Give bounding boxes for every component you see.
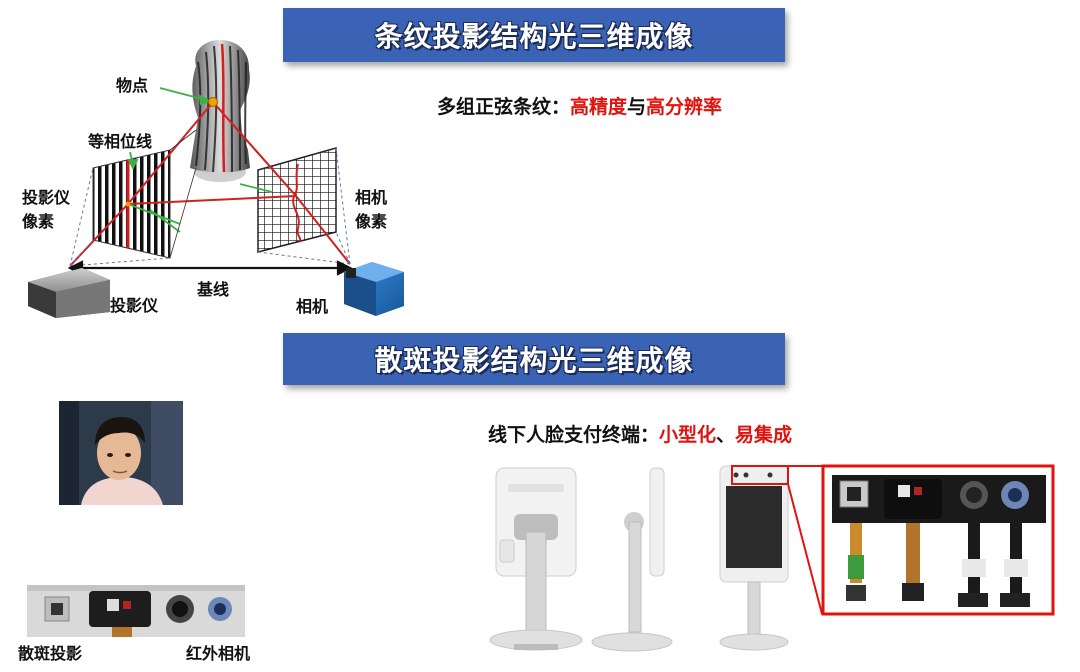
speckle-module-board: [27, 585, 245, 637]
fringe-subtitle: 多组正弦条纹：高精度与高分辨率: [437, 92, 722, 119]
terminal-back-view: [489, 467, 583, 651]
label-camera-pixel-line1: 相机: [355, 188, 388, 207]
speckle-subtitle-joiner: 、: [716, 424, 736, 446]
head-scan-object: [190, 40, 250, 182]
label-arrows: [127, 87, 213, 171]
label-projector-pixel-line2: 像素: [22, 212, 55, 231]
terminal-side-view: [591, 467, 673, 652]
label-camera-pixel-line2: 像素: [355, 212, 388, 231]
fringe-highlight-precision: 高精度: [570, 96, 628, 118]
label-camera: 相机: [296, 297, 329, 316]
fringe-subtitle-joiner: 与: [627, 96, 647, 118]
label-projector-pixel: 投影仪 像素: [22, 186, 82, 234]
label-baseline: 基线: [197, 280, 230, 299]
camera-module-zoom: [821, 464, 1055, 616]
label-camera-pixel: 相机 像素: [355, 186, 415, 234]
section-title-speckle: 散斑投影结构光三维成像: [283, 333, 785, 385]
payment-terminals: [489, 465, 789, 652]
section-title-fringe: 条纹投影结构光三维成像: [283, 8, 785, 62]
label-object-point: 物点: [116, 76, 149, 95]
fringe-highlight-resolution: 高分辨率: [646, 96, 723, 118]
face-photo: [59, 401, 183, 505]
label-isophase-line: 等相位线: [88, 132, 153, 151]
frustum-lines: [69, 147, 351, 267]
baseline-arrow: [67, 260, 353, 276]
speckle-highlight-integrate: 易集成: [735, 424, 793, 446]
label-projector: 投影仪: [110, 296, 159, 315]
zoom-connector-lines: [787, 465, 823, 615]
projector-device: [28, 268, 110, 318]
fringe-subtitle-prefix: 多组正弦条纹：: [437, 96, 571, 118]
object-point-marker: [208, 97, 218, 107]
isophase-rays: [127, 183, 273, 233]
camera-device: [344, 262, 404, 316]
camera-grid-plane: [257, 147, 337, 253]
speckle-highlight-compact: 小型化: [659, 424, 717, 446]
terminal-front-view: [719, 465, 789, 651]
speckle-subtitle: 线下人脸支付终端：小型化、易集成: [488, 420, 792, 447]
label-speckle-projection: 散斑投影: [18, 644, 83, 663]
speckle-subtitle-prefix: 线下人脸支付终端：: [488, 424, 660, 446]
label-projector-pixel-line1: 投影仪: [22, 188, 71, 207]
label-infrared-camera: 红外相机: [186, 644, 251, 663]
